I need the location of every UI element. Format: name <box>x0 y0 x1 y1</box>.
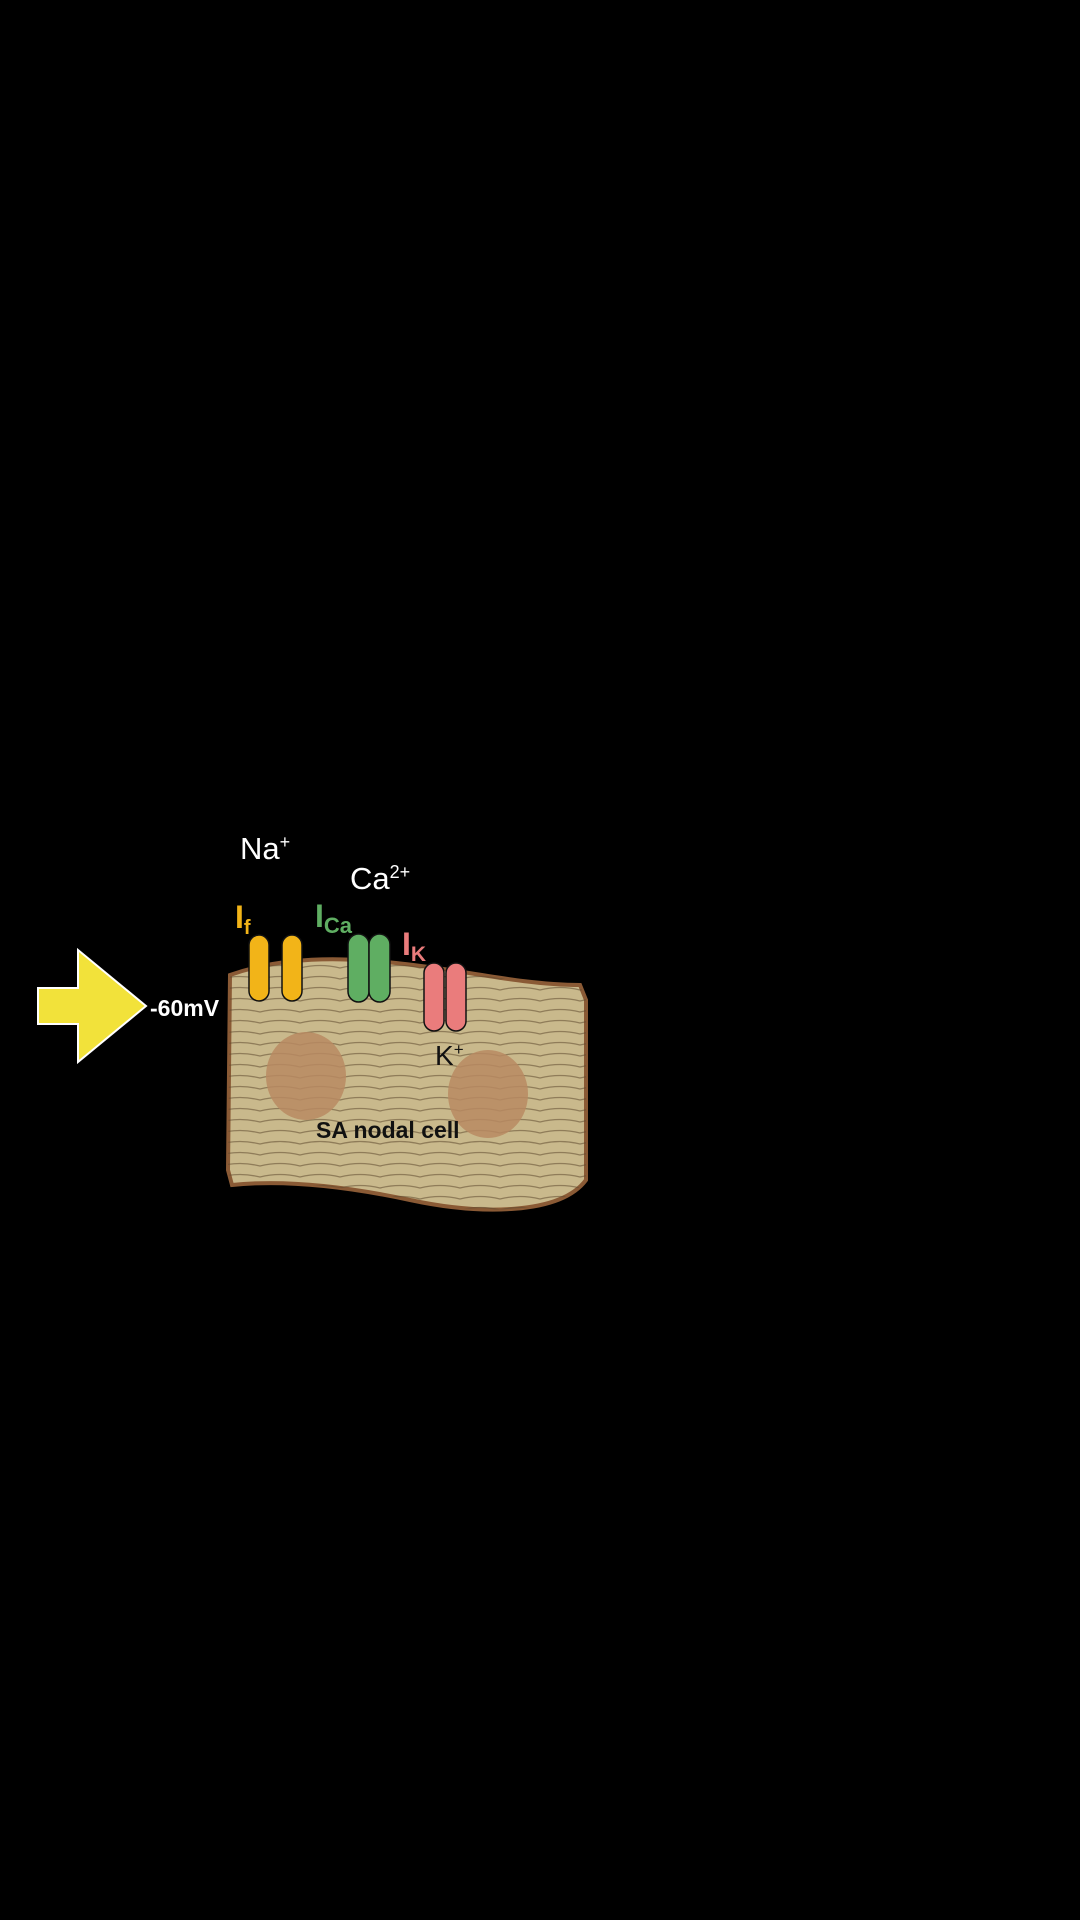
voltage-label: -60mV <box>150 995 220 1021</box>
potassium-current-label: IK <box>402 926 426 966</box>
funny-channel <box>248 934 303 1002</box>
funny-current-label: If <box>235 899 251 939</box>
calcium-current-label: ICa <box>315 898 353 938</box>
nucleus-right <box>448 1050 528 1138</box>
calcium-ion-label: Ca2+ <box>350 861 410 896</box>
nucleus-left <box>266 1032 346 1120</box>
sa-nodal-cell <box>225 957 588 1212</box>
cell-striations <box>228 964 586 1210</box>
calcium-channel <box>347 933 391 1003</box>
cell-label: SA nodal cell <box>316 1117 460 1143</box>
sodium-ion-label: Na+ <box>240 831 290 866</box>
potassium-channel <box>423 962 467 1032</box>
arrow-icon <box>37 947 148 1065</box>
potassium-ion-label: K+ <box>435 1040 464 1071</box>
